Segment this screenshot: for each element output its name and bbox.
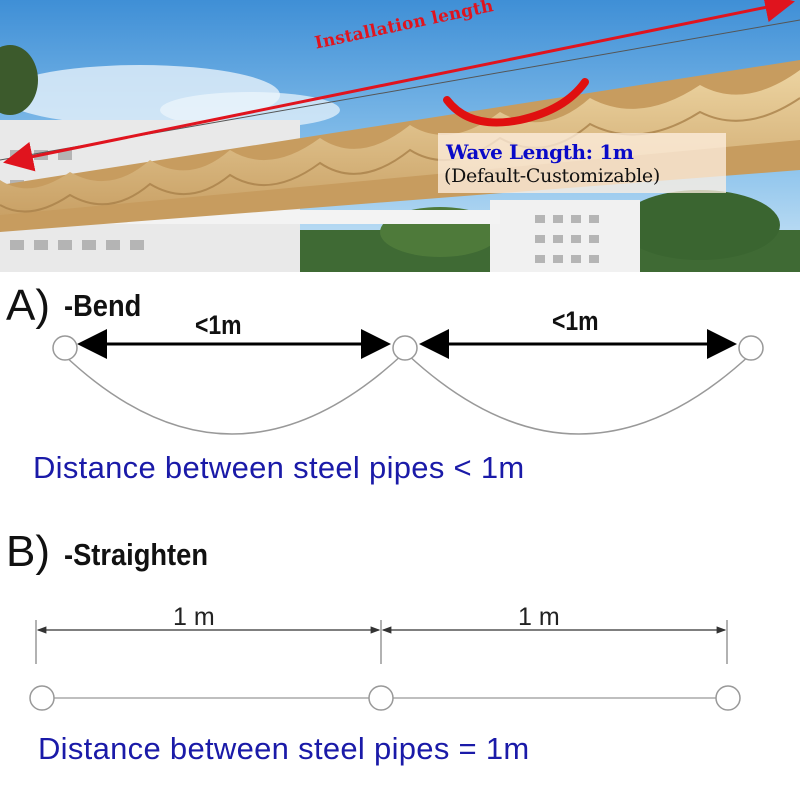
straight-caption: Distance between steel pipes = 1m bbox=[38, 731, 530, 766]
pipe-b2 bbox=[368, 685, 394, 711]
section-a-title: -Bend bbox=[64, 288, 142, 323]
pipe-b1 bbox=[29, 685, 55, 711]
pipe-a1 bbox=[52, 335, 78, 361]
pipe-b3 bbox=[715, 685, 741, 711]
bend-span-label-2: <1m bbox=[552, 306, 599, 336]
bend-caption: Distance between steel pipes < 1m bbox=[33, 450, 525, 485]
straight-span-label-2: 1 m bbox=[518, 603, 560, 631]
bend-sag-curves bbox=[62, 353, 752, 435]
section-a-letter: A) bbox=[6, 281, 50, 330]
section-b-title: -Straighten bbox=[64, 537, 208, 572]
straight-span-label-1: 1 m bbox=[173, 603, 215, 631]
bend-span-label-1: <1m bbox=[195, 310, 242, 340]
pipe-a2 bbox=[392, 335, 418, 361]
pipe-a3 bbox=[738, 335, 764, 361]
wave-length-subtitle: (Default-Customizable) bbox=[444, 165, 660, 187]
product-photo bbox=[0, 0, 800, 272]
wave-length-callout bbox=[438, 133, 726, 193]
wave-length-title: Wave Length: 1m bbox=[446, 140, 634, 164]
pipe-distance-diagram: A) -Bend <1m <1m Distance between steel … bbox=[0, 272, 800, 800]
section-b-letter: B) bbox=[6, 527, 50, 576]
